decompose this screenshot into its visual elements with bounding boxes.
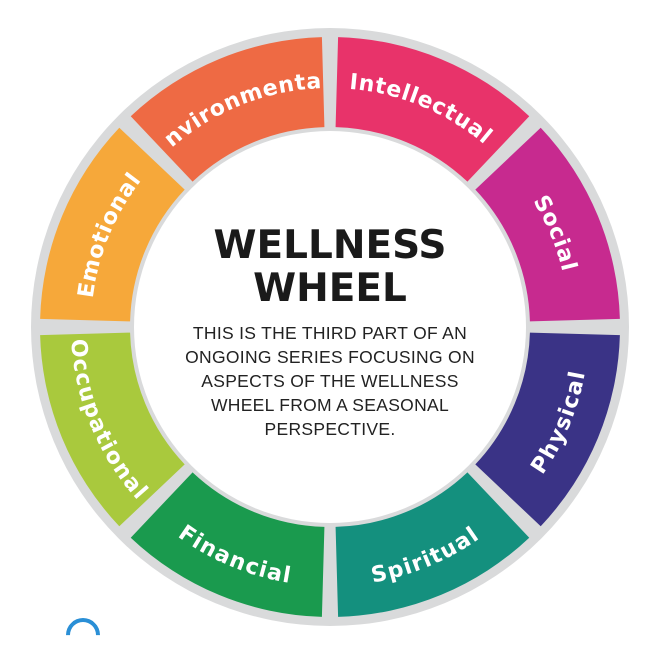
- description-line-5: PERSPECTIVE.: [265, 419, 396, 439]
- description-line-3: ASPECTS OF THE WELLNESS: [201, 371, 458, 391]
- wheel-segments: [40, 37, 620, 617]
- description-line-2: ONGOING SERIES FOCUSING ON: [185, 347, 475, 367]
- description-line-4: WHEEL FROM A SEASONAL: [211, 395, 449, 415]
- segment-spiritual: [335, 472, 530, 617]
- segment-environmental: [130, 37, 325, 182]
- title-line-2: WHEEL: [253, 266, 407, 311]
- segment-physical: [475, 332, 620, 527]
- description-line-1: THIS IS THE THIRD PART OF AN: [193, 323, 467, 343]
- center-circle: [134, 131, 526, 523]
- segment-emotional: [40, 127, 185, 322]
- title-line-1: WELLNESS: [213, 223, 446, 268]
- segment-intellectual: [335, 37, 530, 182]
- segment-financial: [130, 472, 325, 617]
- wellness-wheel-diagram: IntellectualSocialPhysicalSpiritualFinan…: [31, 28, 629, 626]
- segment-social: [475, 127, 620, 322]
- segment-occupational: [40, 332, 185, 527]
